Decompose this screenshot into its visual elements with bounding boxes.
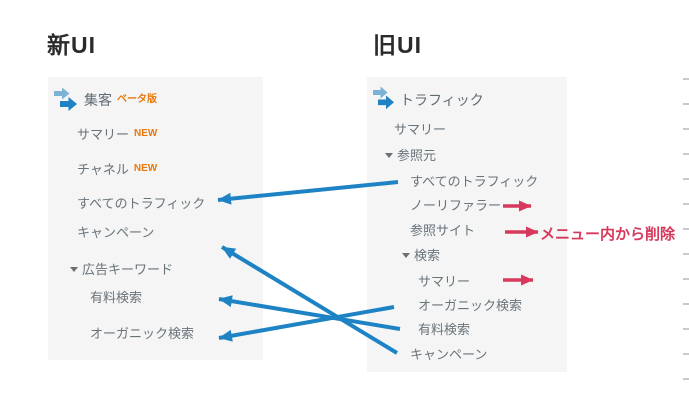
acquisition-double-arrow-icon [53,86,80,116]
menu-item-paid-search-old[interactable]: 有料検索 [418,322,471,337]
menu-section-traffic-old[interactable]: トラフィック [400,92,484,108]
old-ui-panel: トラフィック サマリー 参照元 すべてのトラフィック ノーリファラー 参照サイト… [367,77,567,372]
menu-item-direct-old[interactable]: ノーリファラー [410,198,502,213]
collapse-triangle-icon[interactable] [70,267,78,272]
menu-item-organic-search-new[interactable]: オーガニック検索 [90,326,195,341]
traffic-double-arrow-icon [372,85,397,114]
page-title-old-ui: 旧UI [373,32,422,58]
menu-section-label: 集客 [84,92,112,108]
menu-item-organic-search-old[interactable]: オーガニック検索 [418,298,523,313]
menu-item-all-traffic-old[interactable]: すべてのトラフィック [410,174,539,189]
menu-item-paid-search-new[interactable]: 有料検索 [90,290,143,305]
page-title-new-ui: 新UI [47,32,96,58]
new-badge: NEW [134,128,158,139]
menu-item-search-summary-old[interactable]: サマリー [418,274,471,289]
beta-badge: ベータ版 [117,94,157,105]
collapse-triangle-icon[interactable] [385,153,393,158]
menu-item-search-old[interactable]: 検索 [402,248,440,264]
menu-item-sources-old[interactable]: 参照元 [385,148,436,164]
menu-item-campaigns-new[interactable]: キャンペーン [77,225,155,240]
menu-section-acquisition[interactable]: 集客ベータ版 [84,92,157,111]
removed-note: メニュー内から削除 [540,226,676,243]
edge-tick-marks [683,78,689,386]
menu-item-referral-sites-old[interactable]: 参照サイト [410,223,476,238]
menu-item-campaigns-old[interactable]: キャンペーン [410,347,488,362]
menu-item-all-traffic-new[interactable]: すべてのトラフィック [77,196,206,211]
menu-item-summary-old[interactable]: サマリー [394,122,447,137]
new-badge: NEW [133,163,158,174]
collapse-triangle-icon[interactable] [402,253,410,258]
menu-item-ad-keywords-new[interactable]: 広告キーワード [70,262,173,278]
